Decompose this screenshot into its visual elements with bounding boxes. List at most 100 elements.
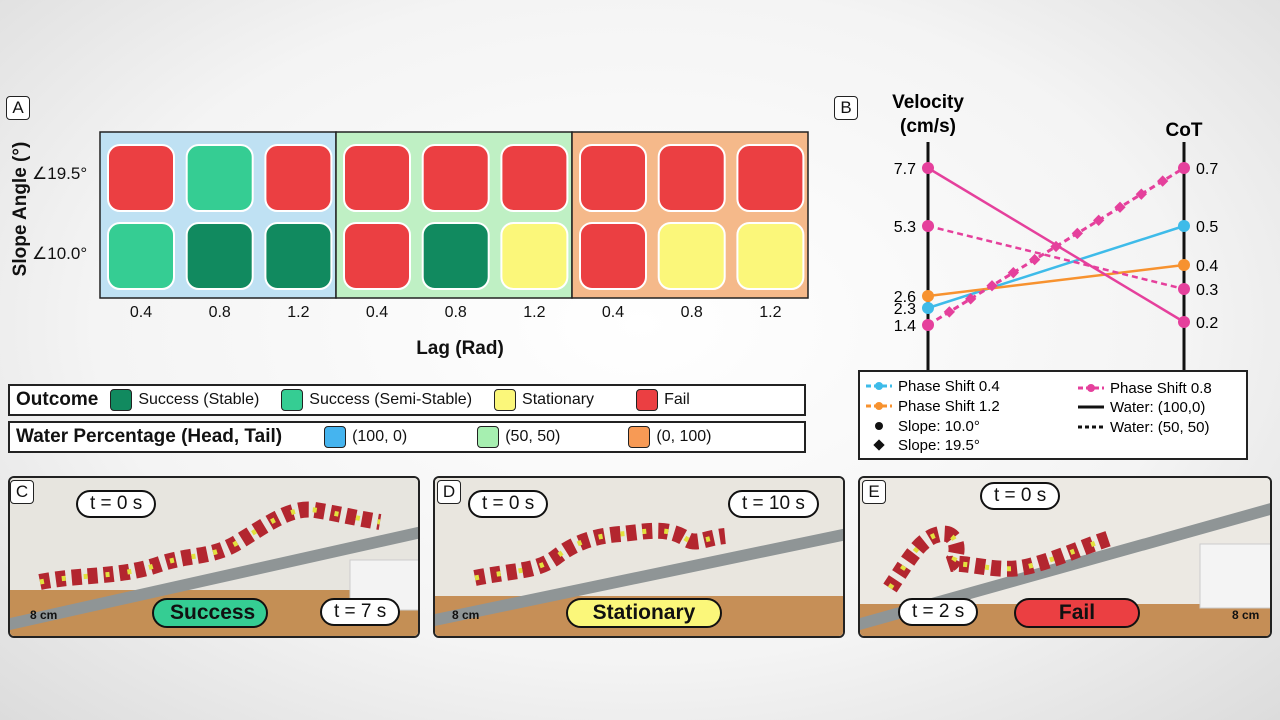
left-tick-3: 2.3 <box>894 301 916 318</box>
right-tick-4: 0.2 <box>1196 315 1218 332</box>
heatmap-x-tick-5: 1.2 <box>523 304 546 321</box>
legend-item-fail: Fail <box>636 389 690 411</box>
series-right-point-4 <box>1178 162 1190 174</box>
left-tick-4: 1.4 <box>894 318 916 335</box>
panel-label-d: D <box>437 480 461 504</box>
legend-swatch-water-50-50 <box>477 426 500 448</box>
water-legend-title: Water Percentage (Head, Tail) <box>16 426 283 447</box>
series-marker-4-5 <box>1029 253 1041 266</box>
callout-e-start: t = 0 s <box>980 482 1061 510</box>
series-right-point-2 <box>1178 316 1190 328</box>
legend-label-water-0-100: (0, 100) <box>656 428 712 445</box>
scale-c: 8 cm <box>30 608 58 622</box>
water-legend: Water Percentage (Head, Tail) (100, 0) (… <box>8 421 806 453</box>
heatmap-row-label-0: ∠19.5° <box>32 164 88 183</box>
svg-text:Phase Shift 0.4: Phase Shift 0.4 <box>898 378 1000 395</box>
heatmap-cell-r1-c2 <box>264 222 333 290</box>
series-left-point-2 <box>922 162 934 174</box>
legend-item-water-50-50: (50, 50) <box>477 426 560 448</box>
heatmap-cell-r1-c3 <box>343 222 411 290</box>
left-axis-title-line2: (cm/s) <box>900 116 956 137</box>
legend-label-semi: Success (Semi-Stable) <box>309 391 473 408</box>
panel-label-b: B <box>834 96 858 120</box>
outcome-legend-title: Outcome <box>16 389 99 410</box>
right-tick-3: 0.3 <box>1196 282 1218 299</box>
series-left-point-3 <box>922 220 934 232</box>
series-left-point-4 <box>922 319 934 331</box>
left-tick-0: 7.7 <box>894 161 916 178</box>
heatmap-cell-r0-c3 <box>343 144 411 212</box>
right-axis-title: CoT <box>1166 120 1203 141</box>
heatmap-cell-r1-c8 <box>736 222 805 290</box>
series-line-0 <box>927 224 1185 310</box>
legend-swatch-fail <box>636 389 659 411</box>
heatmap-cell-r1-c7 <box>657 222 726 290</box>
slope-legend-item-0: Phase Shift 0.4 <box>866 378 1000 395</box>
heatmap-cell-r1-c4 <box>421 222 490 290</box>
scale-e: 8 cm <box>1232 608 1260 622</box>
legend-item-stable: Success (Stable) <box>110 389 259 411</box>
series-right-point-1 <box>1178 259 1190 271</box>
series-right-point-0 <box>1178 220 1190 232</box>
series-marker-4-9 <box>1114 201 1126 213</box>
heatmap-cell-r0-c5 <box>500 144 569 212</box>
legend-swatch-stable <box>110 389 133 411</box>
slope-legend-item-6: Slope: 19.5° <box>873 437 980 454</box>
badge-success: Success <box>152 598 268 628</box>
legend-swatch-water-0-100 <box>628 426 651 448</box>
legend-item-water-100-0: (100, 0) <box>324 426 407 448</box>
scale-d: 8 cm <box>452 608 480 622</box>
callout-c-end: t = 7 s <box>320 598 401 626</box>
legend-item-water-0-100: (0, 100) <box>628 426 712 448</box>
left-tick-2: 2.6 <box>894 289 916 306</box>
series-right-point-3 <box>1178 283 1190 295</box>
heatmap-cell-r0-c4 <box>421 144 490 212</box>
callout-d-end: t = 10 s <box>728 490 819 518</box>
legend-item-semi: Success (Semi-Stable) <box>281 389 472 411</box>
svg-text:Phase Shift 1.2: Phase Shift 1.2 <box>898 398 1000 415</box>
heatmap-cell-r1-c6 <box>579 222 647 290</box>
panel-label-a: A <box>6 96 30 120</box>
heatmap-xlabel: Lag (Rad) <box>416 338 504 359</box>
legend-label-fail: Fail <box>664 391 690 408</box>
panel-label-c: C <box>10 480 34 504</box>
heatmap-cell-r0-c1 <box>185 144 254 212</box>
heatmap-cell-r0-c2 <box>264 144 333 212</box>
legend-label-stable: Success (Stable) <box>138 391 260 408</box>
callout-d-start: t = 0 s <box>468 490 549 518</box>
slope-legend-item-1: Phase Shift 0.8 <box>1078 380 1212 397</box>
slope-legend-item-5: Water: (50, 50) <box>1078 419 1209 436</box>
left-axis-title-line1: Velocity <box>892 92 964 113</box>
badge-fail: Fail <box>1014 598 1140 628</box>
legend-label-water-50-50: (50, 50) <box>505 428 561 445</box>
heatmap-cell-r0-c7 <box>657 144 726 212</box>
heatmap-x-tick-0: 0.4 <box>129 304 153 321</box>
right-tick-2: 0.4 <box>1196 258 1218 275</box>
heatmap-cell-r0-c8 <box>736 144 805 212</box>
right-tick-0: 0.7 <box>1196 161 1218 178</box>
slope-chart: Velocity (cm/s) CoT 7.75.32.62.31.40.70.… <box>892 92 1218 372</box>
legend-swatch-semi <box>281 389 304 411</box>
svg-text:Slope: 19.5°: Slope: 19.5° <box>898 437 980 454</box>
heatmap-x-tick-1: 0.8 <box>208 304 231 321</box>
heatmap-x-tick-3: 0.4 <box>365 304 389 321</box>
series-marker-4-6 <box>1050 240 1062 253</box>
series-left-point-0 <box>922 302 934 314</box>
badge-stationary: Stationary <box>566 598 722 628</box>
outcome-legend: Outcome Success (Stable) Success (Semi-S… <box>8 384 806 416</box>
slope-legend-item-2: Phase Shift 1.2 <box>866 398 1000 415</box>
heatmap <box>99 131 809 299</box>
heatmap-x-tick-4: 0.8 <box>444 304 467 321</box>
heatmap-cell-r1-c5 <box>500 222 569 290</box>
heatmap-x-tick-7: 0.8 <box>680 304 703 321</box>
legend-swatch-water-100-0 <box>324 426 347 448</box>
legend-swatch-stationary <box>494 389 517 411</box>
slope-legend-item-4: Slope: 10.0° <box>875 418 980 435</box>
callout-e-end: t = 2 s <box>898 598 979 626</box>
heatmap-cell-r0-c6 <box>579 144 647 212</box>
heatmap-x-tick-6: 0.4 <box>601 304 625 321</box>
heatmap-row-label-1: ∠10.0° <box>32 244 88 263</box>
svg-text:Phase Shift 0.8: Phase Shift 0.8 <box>1110 380 1212 397</box>
heatmap-ylabel: Slope Angle (°) <box>10 141 31 277</box>
